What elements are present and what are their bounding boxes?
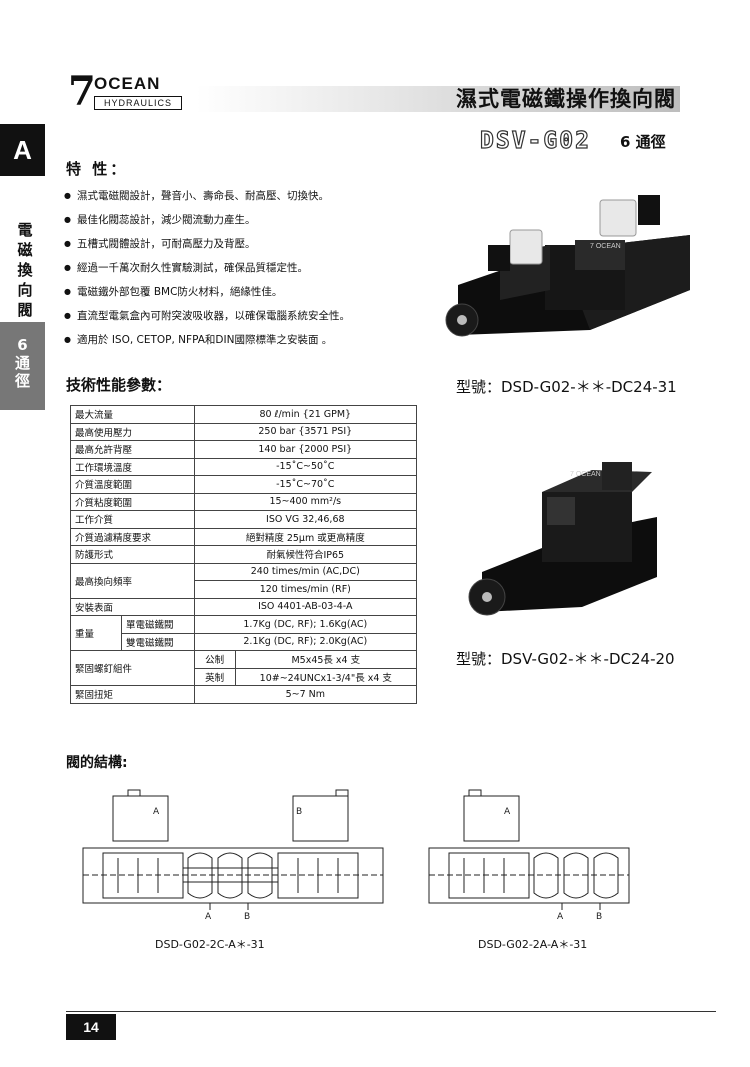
spec-value: 140 bar {2000 PSI} <box>193 440 418 459</box>
structure-heading: 閥的結構: <box>66 755 128 771</box>
spec-value: 240 times/min (AC,DC) <box>193 562 418 581</box>
spec-value: 120 times/min (RF) <box>193 580 418 599</box>
spec-value: -15˚C~50˚C <box>193 457 418 476</box>
feature-item: 適用於 ISO, CETOP, NFPA和DIN國際標準之安裝面 。 <box>64 328 424 352</box>
table-row: 介質溫度範圍-15˚C~70˚C <box>70 475 418 494</box>
spec-value: 10#~24UNCx1-3/4"長 x4 支 <box>234 667 418 686</box>
spec-sublabel: 英制 <box>193 667 236 686</box>
model-label-1: 型號：DSD-G02-＊＊-DC24-31 <box>456 378 677 396</box>
structure-diagram-double: A B A B <box>82 789 384 922</box>
page-number: 14 <box>66 1014 116 1040</box>
feature-item: 五槽式閥體設計，可耐高壓力及背壓。 <box>64 232 424 256</box>
spec-label: 緊固螺釘組件 <box>70 650 195 686</box>
solenoid-label-b: B <box>296 807 302 817</box>
spec-value: 250 bar {3571 PSI} <box>193 422 418 441</box>
title-bar <box>196 86 680 112</box>
spec-value: 耐氣候性符合IP65 <box>193 545 418 564</box>
ocean-hydraulics-logo: 7 OCEAN HYDRAULICS <box>68 72 183 114</box>
feature-item: 濕式電磁閥設計，聲音小、壽命長、耐高壓、切換快。 <box>64 184 424 208</box>
solenoid-label-a: A <box>153 807 160 817</box>
spec-label: 最高允許背壓 <box>70 440 195 459</box>
logo-mark: 7 <box>68 68 96 115</box>
spec-value: 15~400 mm²/s <box>193 492 418 511</box>
feature-item: 直流型電氣盒內可附突波吸收器，以確保電腦系統安全性。 <box>64 304 424 328</box>
model-size: 6 通徑 <box>620 133 666 151</box>
table-row: 防護形式耐氣候性符合IP65 <box>70 545 418 564</box>
spec-sublabel: 雙電磁鐵閥 <box>121 632 195 651</box>
spec-label: 最高使用壓力 <box>70 422 195 441</box>
spec-label: 防護形式 <box>70 545 195 564</box>
feature-item: 經過一千萬次耐久性實驗測試，確保品質穩定性。 <box>64 256 424 280</box>
spec-value: 80 ℓ/min {21 GPM} <box>193 405 418 424</box>
spec-label: 緊固扭矩 <box>70 685 195 704</box>
footer-divider <box>66 1011 716 1012</box>
spec-label: 最高換向頻率 <box>70 562 195 599</box>
valve-photo-single: 7 OCEAN <box>468 462 657 616</box>
table-row: 介質過濾精度要求絕對精度 25μm 或更高精度 <box>70 527 418 546</box>
spec-label: 工作介質 <box>70 510 195 529</box>
spec-value: ISO VG 32,46,68 <box>193 510 418 529</box>
model-series: DSV-G02 <box>479 127 591 154</box>
features-list: 濕式電磁閥設計，聲音小、壽命長、耐高壓、切換快。 最佳化閥蕊設計，減少閥流動力產… <box>64 184 424 352</box>
spec-sublabel: 公制 <box>193 650 236 669</box>
specs-heading: 技術性能參數： <box>66 376 172 394</box>
section-tab-category: 電磁換向閥 <box>17 221 33 319</box>
spec-label: 重量 <box>70 615 122 651</box>
spec-value: 絕對精度 25μm 或更高精度 <box>193 527 418 546</box>
structure-diagram-single: A A B <box>428 789 630 922</box>
spec-label: 安裝表面 <box>70 597 195 616</box>
page-title: 濕式電磁鐵操作換向閥 <box>456 87 676 111</box>
features-heading: 特 性： <box>66 160 129 178</box>
spec-label: 工作環境溫度 <box>70 457 195 476</box>
spec-label: 最大流量 <box>70 405 195 424</box>
logo-subtitle: HYDRAULICS <box>94 96 182 110</box>
spec-label: 介質粘度範圍 <box>70 492 195 511</box>
valve-photo-label: 7 OCEAN <box>590 243 621 250</box>
port-label-b: B <box>244 912 250 922</box>
port-label-a: A <box>205 912 212 922</box>
spec-value: -15˚C~70˚C <box>193 475 418 494</box>
spec-value: 5~7 Nm <box>193 685 418 704</box>
logo-name: OCEAN <box>94 74 161 93</box>
feature-item: 電磁鐵外部包覆 BMC防火材料，絕緣性佳。 <box>64 280 424 304</box>
diagram-caption-1: DSD-G02-2C-A＊-31 <box>155 938 265 951</box>
table-row: 工作環境溫度-15˚C~50˚C <box>70 457 418 476</box>
feature-item: 最佳化閥蕊設計，減少閥流動力產生。 <box>64 208 424 232</box>
valve-photo-double: 7 OCEAN <box>445 195 690 337</box>
spec-label: 介質溫度範圍 <box>70 475 195 494</box>
diagram-caption-2: DSD-G02-2A-A＊-31 <box>478 938 588 951</box>
spec-value: 1.7Kg (DC, RF); 1.6Kg(AC) <box>193 615 418 634</box>
spec-label: 介質過濾精度要求 <box>70 527 195 546</box>
solenoid-label-a: A <box>504 807 511 817</box>
section-tab-letter: A <box>0 124 45 176</box>
port-label-b: B <box>596 912 602 922</box>
spec-sublabel: 單電磁鐵閥 <box>121 615 195 634</box>
valve-photo-label: 7 OCEAN <box>570 471 601 478</box>
port-label-a: A <box>557 912 564 922</box>
spec-value: 2.1Kg (DC, RF); 2.0Kg(AC) <box>193 632 418 651</box>
spec-value: M5x45長 x4 支 <box>234 650 418 669</box>
model-label-2: 型號：DSV-G02-＊＊-DC24-20 <box>456 650 675 668</box>
spec-value: ISO 4401-AB-03-4-A <box>193 597 418 616</box>
section-tab-size: 6通徑 <box>0 322 45 410</box>
